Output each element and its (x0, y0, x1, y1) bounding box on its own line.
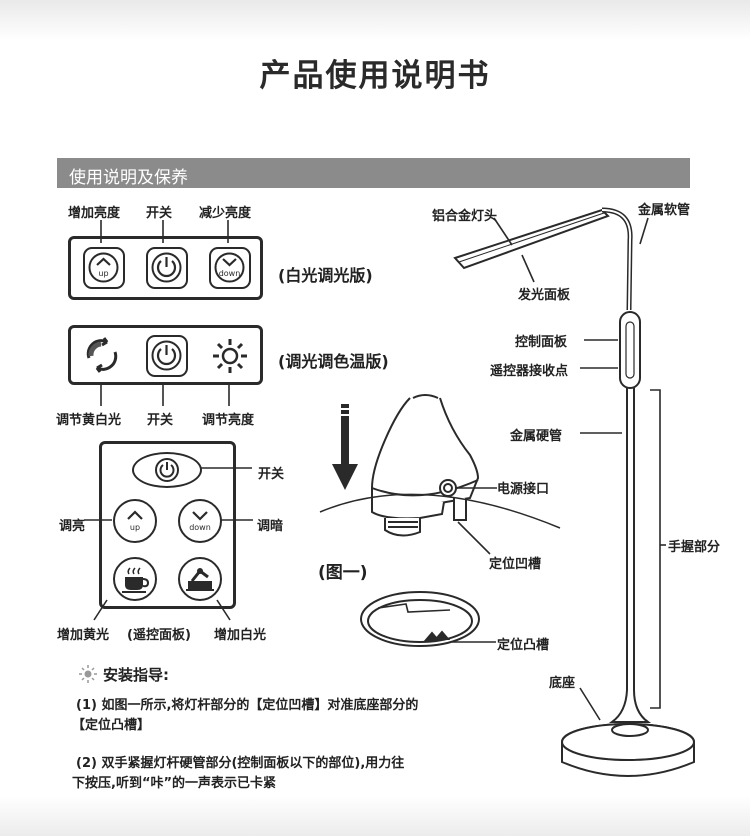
lamp-label-receiver: 遥控器接收点 (490, 364, 569, 379)
floor-lamp-illustration (453, 207, 695, 777)
remote-white-button[interactable] (178, 557, 222, 601)
down-icon: down (189, 511, 211, 532)
install-heading: 安装指导: (103, 666, 169, 684)
up-icon: up (88, 252, 119, 283)
remote-label-brighten: 调亮 (59, 519, 86, 534)
power-icon (151, 340, 182, 371)
lamp-label-grip: 手握部分 (668, 540, 721, 555)
install-step2-line2: 下按压,听到“咔”的一声表示已卡紧 (72, 776, 277, 791)
press-down-arrow-icon (332, 404, 358, 490)
sun-icon (213, 339, 247, 373)
down-icon-text: down (219, 269, 241, 278)
up-icon-text: up (98, 269, 108, 278)
figure-caption: (图一) (318, 563, 368, 583)
recycle-arrows-icon (86, 337, 118, 373)
lamp-label-head: 铝合金灯头 (432, 209, 498, 224)
lamp-label-base: 底座 (549, 676, 576, 691)
remote-panel: up down (99, 441, 236, 609)
lamp-label-control: 控制面板 (515, 335, 568, 350)
power-icon (151, 252, 182, 283)
top-shade (0, 0, 750, 40)
label-power-port: 电源接口 (497, 478, 550, 497)
brightness-button[interactable] (209, 335, 251, 377)
panel-cct-dimming (68, 325, 263, 385)
coffee-cup-icon (122, 567, 150, 593)
remote-label-warm: 增加黄光 (57, 628, 110, 643)
remote-power-button[interactable] (132, 452, 202, 488)
section-header-bar: 使用说明及保养 (57, 158, 690, 188)
remote-warm-button[interactable] (113, 557, 157, 601)
label-adjust-cct: 调节黄白光 (56, 413, 122, 428)
up-icon: up (127, 510, 143, 532)
remote-label-name: (遥控面板) (127, 628, 191, 643)
cct-button[interactable] (81, 334, 123, 376)
install-step1-line2: 【定位凸槽】 (72, 718, 151, 733)
remote-down-text: down (189, 523, 211, 532)
power-button-2[interactable] (146, 335, 188, 377)
lamp-label-rigid: 金属硬管 (510, 429, 563, 444)
label-power-2: 开关 (147, 413, 174, 428)
bottom-shade (0, 796, 750, 836)
remote-label-dim: 调暗 (257, 519, 284, 534)
label-adjust-brightness: 调节亮度 (202, 413, 255, 428)
remote-up-button[interactable]: up (113, 499, 157, 543)
remote-label-power: 开关 (258, 467, 285, 482)
remote-up-text: up (130, 523, 140, 532)
install-step2-line1: (2) 双手紧握灯杆硬管部分(控制面板以下的部位),用力往 (76, 756, 405, 771)
desk-work-icon (186, 568, 214, 591)
version-label-cct: (调光调色温版) (278, 352, 389, 371)
section-title: 使用说明及保养 (69, 168, 188, 188)
pole-bottom-illustration (371, 394, 480, 537)
version-label-white: (白光调光版) (278, 266, 373, 285)
up-button-1[interactable]: up (83, 247, 125, 289)
down-icon: down (214, 252, 245, 283)
label-power-1: 开关 (146, 206, 173, 221)
lamp-label-flexible: 金属软管 (638, 203, 691, 218)
down-button-1[interactable]: down (209, 247, 251, 289)
remote-label-white: 增加白光 (214, 628, 267, 643)
power-icon (155, 458, 179, 482)
label-increase-brightness: 增加亮度 (68, 206, 121, 221)
label-decrease-brightness: 减少亮度 (199, 206, 252, 221)
sun-bullet-icon (79, 665, 97, 683)
power-button-1[interactable] (146, 247, 188, 289)
remote-down-button[interactable]: down (178, 499, 222, 543)
label-locating-groove: 定位凹槽 (489, 557, 542, 572)
page-title: 产品使用说明书 (259, 58, 491, 94)
base-socket-illustration (360, 591, 480, 647)
panel-white-dimming: up down (68, 236, 263, 300)
install-step1-line1: (1) 如图一所示,将灯杆部分的【定位凹槽】对准底座部分的 (76, 698, 419, 713)
lamp-label-emitting: 发光面板 (518, 288, 571, 303)
label-locating-bump: 定位凸槽 (497, 638, 550, 653)
